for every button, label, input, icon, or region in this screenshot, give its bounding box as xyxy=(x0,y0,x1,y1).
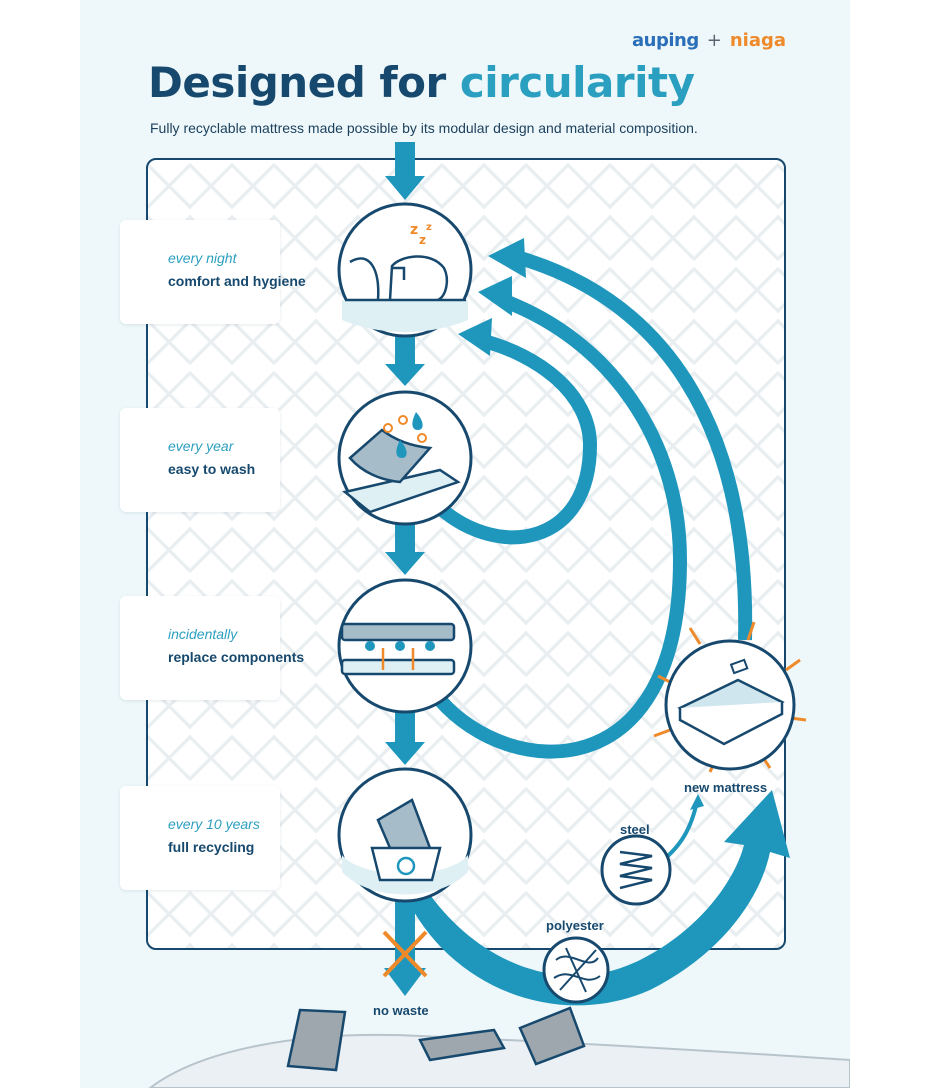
replace-components-icon xyxy=(340,622,456,676)
niaga-logo: niaga xyxy=(729,30,786,51)
stage-tab-decade: every 10 years full recycling xyxy=(120,786,280,890)
stage-tab-incidental: incidentally replace components xyxy=(120,596,304,700)
new-mattress-icon xyxy=(653,621,807,773)
infographic-page: auping + niaga Designed for circularity … xyxy=(80,0,850,1088)
stage-when: every night xyxy=(168,250,237,266)
recycle-flow-arrow xyxy=(405,790,790,1006)
loop-components-return xyxy=(434,293,688,759)
sleeping-person-icon: z z z xyxy=(342,222,468,332)
arrow-down-icon xyxy=(385,710,425,765)
circularity-diagram: z z z xyxy=(148,142,850,1088)
arrow-down-icon xyxy=(385,142,425,200)
arrowhead-icon xyxy=(458,318,492,356)
no-waste-cross-icon xyxy=(382,930,428,978)
polyester-fibre-icon xyxy=(542,936,610,1004)
auping-logo: auping xyxy=(632,30,699,51)
flow-arrows xyxy=(384,142,426,996)
recycling-icon xyxy=(342,798,468,895)
arrowhead-icon xyxy=(478,276,512,316)
label-steel: steel xyxy=(620,822,650,837)
page-title: Designed for circularity xyxy=(148,58,695,107)
arrowhead-icon xyxy=(488,238,526,278)
stage-when: incidentally xyxy=(168,626,238,642)
arrow-down-icon xyxy=(385,522,425,575)
stage-what: comfort and hygiene xyxy=(168,273,306,289)
stage-when: every year xyxy=(168,438,234,454)
label-no-waste: no waste xyxy=(373,1003,429,1018)
svg-text:z: z xyxy=(419,233,426,247)
steel-spring-icon xyxy=(600,834,672,906)
brand-logos: auping + niaga xyxy=(632,30,786,51)
washing-cover-icon xyxy=(342,412,461,514)
stage-what: replace components xyxy=(168,649,305,665)
stage-what: easy to wash xyxy=(168,461,256,477)
stage-what: full recycling xyxy=(168,839,255,855)
label-new-mattress: new mattress xyxy=(684,780,768,795)
title-part-1: Designed for xyxy=(148,58,446,107)
stage-when: every 10 years xyxy=(168,816,260,832)
arrow-down-icon xyxy=(385,334,425,386)
landfill-scraps xyxy=(148,1006,850,1088)
loop-new-mattress-return xyxy=(517,251,753,641)
label-polyester: polyester xyxy=(546,918,604,933)
svg-text:z: z xyxy=(410,222,418,238)
title-part-2: circularity xyxy=(459,58,695,107)
brand-plus: + xyxy=(706,30,722,51)
return-loops xyxy=(434,251,753,759)
page-subtitle: Fully recyclable mattress made possible … xyxy=(150,120,698,136)
loop-wash-return xyxy=(435,333,598,545)
stage-tab-year: every year easy to wash xyxy=(120,408,280,512)
arrowhead-icon xyxy=(690,794,704,810)
stage-tab-night: every night comfort and hygiene xyxy=(120,220,306,324)
svg-text:z: z xyxy=(426,222,432,233)
arrow-down-icon xyxy=(384,900,426,996)
